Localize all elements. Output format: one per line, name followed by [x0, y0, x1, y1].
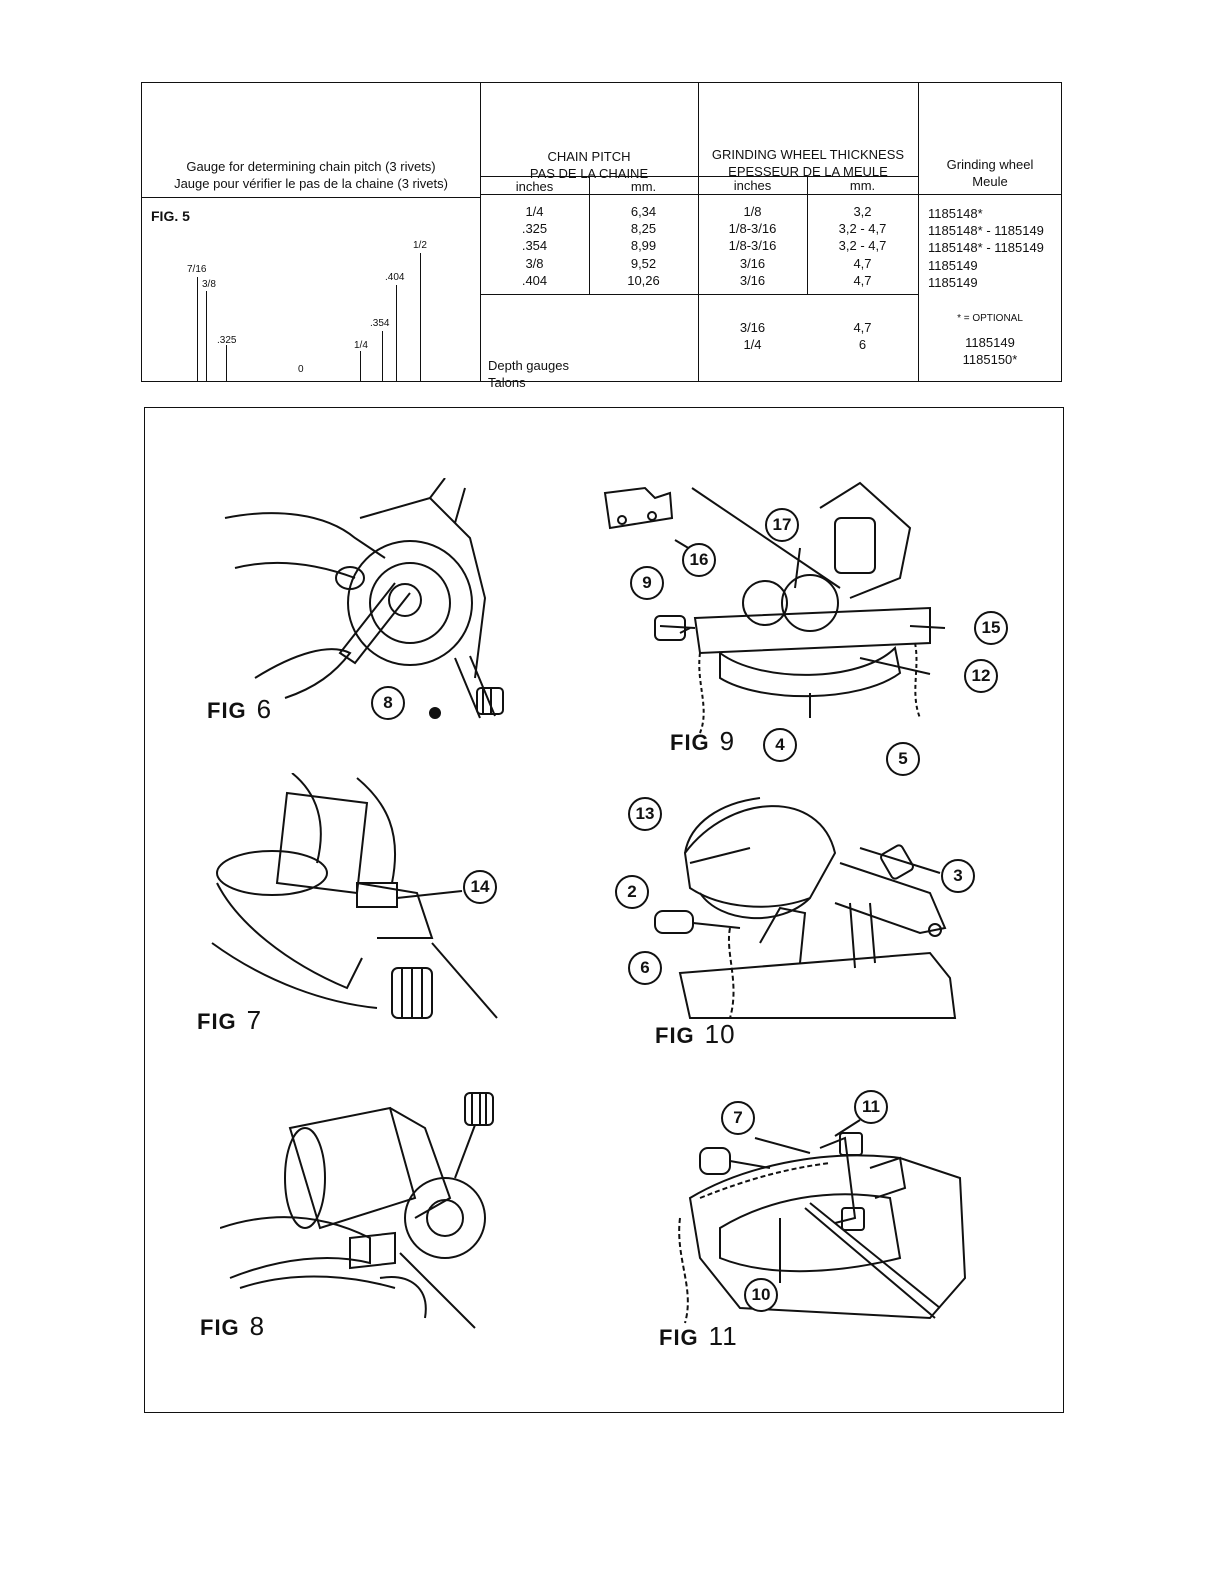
gauge-tick-1-4: [360, 351, 361, 382]
gauge-label-7-16: 7/16: [187, 264, 207, 275]
fig11-callout-7: 7: [721, 1101, 755, 1135]
fig9-callout-15: 15: [974, 611, 1008, 645]
gauge-tick-404: [396, 285, 397, 382]
chain-pitch-table: Gauge for determining chain pitch (3 riv…: [141, 82, 1062, 390]
fig11-callout-10: 10: [744, 1278, 778, 1312]
fig10-illustration: [654, 797, 957, 1019]
fig10-callout-3: 3: [941, 859, 975, 893]
gauge-tick-1-2: [420, 253, 421, 382]
pitch-mm-subheader: mm.: [630, 179, 657, 194]
gauge-tick-354: [382, 331, 383, 382]
gauge-header: Gauge for determining chain pitch (3 riv…: [174, 159, 448, 191]
fig9-callout-17: 17: [765, 508, 799, 542]
gauge-label-404: .404: [385, 272, 405, 283]
fig7-callout-14: 14: [463, 870, 497, 904]
gauge-label-1-2: 1/2: [413, 240, 427, 251]
fig7-illustration: [211, 773, 498, 1019]
gauge-label-325: .325: [217, 335, 237, 346]
fig9-callout-5: 5: [886, 742, 920, 776]
fig9-callout-9: 9: [630, 566, 664, 600]
gauge-tick-7-16: [197, 277, 198, 382]
fig6-illustration: [224, 478, 504, 719]
pitch-inches-subheader: inches: [515, 179, 554, 194]
fig11-illustration: [678, 1119, 967, 1324]
fig9-callout-4: 4: [763, 728, 797, 762]
thickness-inches-subheader: inches: [733, 178, 772, 193]
gauge-label-0: 0: [298, 364, 304, 375]
gauge-tick-325: [226, 345, 227, 382]
fig10-callout-6: 6: [628, 951, 662, 985]
thickness-mm-subheader: mm.: [849, 178, 876, 193]
gauge-label-1-4: 1/4: [354, 340, 368, 351]
gauge-tick-3-8: [206, 291, 207, 382]
fig9-illustration: [603, 481, 946, 734]
gauge-label-3-8: 3/8: [202, 279, 216, 290]
fig9-callout-16: 16: [682, 543, 716, 577]
optional-note: * = OPTIONAL: [957, 313, 1023, 324]
gauge-label-354: .354: [370, 318, 390, 329]
fig6-callout-8: 8: [371, 686, 405, 720]
fig10-callout-13: 13: [628, 797, 662, 831]
fig11-callout-11: 11: [854, 1090, 888, 1124]
fig10-callout-2: 2: [615, 875, 649, 909]
fig9-callout-12: 12: [964, 659, 998, 693]
fig5-label: FIG. 5: [151, 208, 190, 224]
fig8-illustration: [220, 1092, 494, 1329]
